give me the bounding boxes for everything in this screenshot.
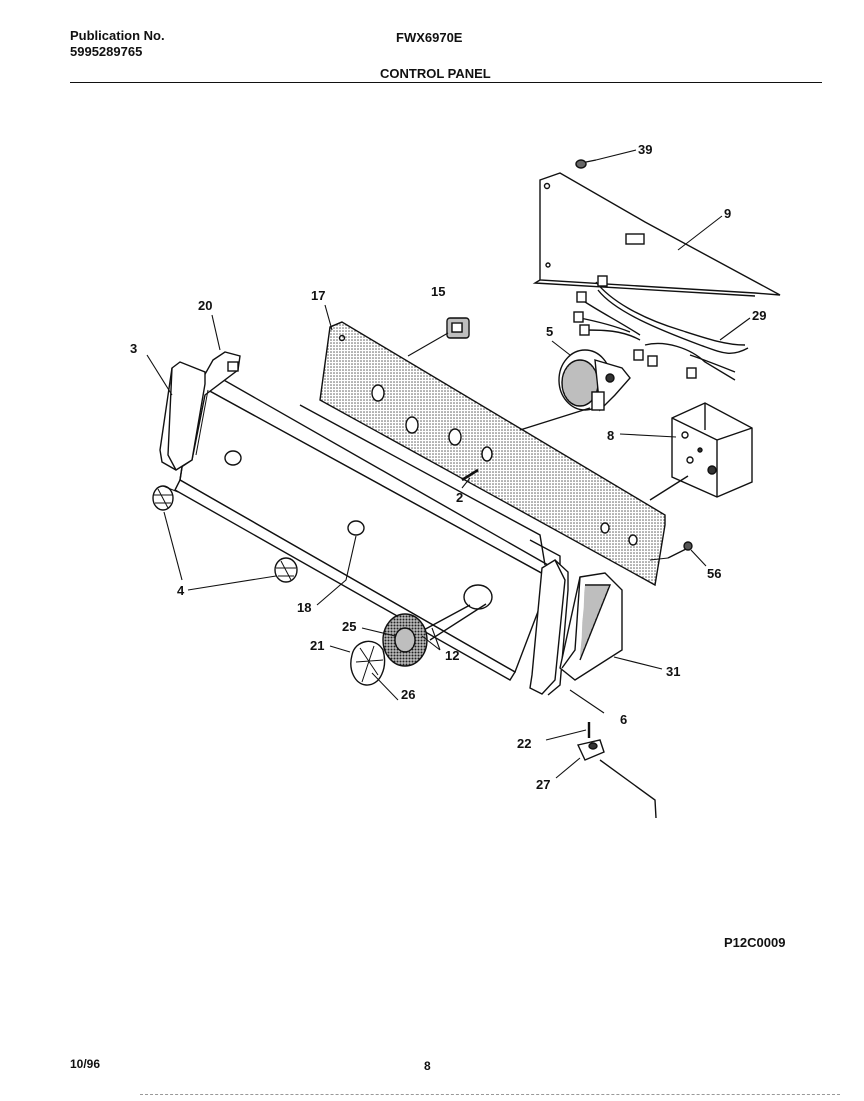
part-2-screw [461,468,479,482]
part-25-dial-skirt [382,613,428,667]
part-8-selector-switch [671,402,753,498]
leader-lines [146,149,751,779]
part-4-knob-right [274,557,298,583]
callout-18: 18 [297,600,311,615]
part-15-switch [446,317,470,339]
callout-56: 56 [707,566,721,581]
part-3-left-end-cap [159,361,206,471]
callout-3: 3 [130,341,137,356]
callout-15: 15 [431,284,445,299]
callout-8: 8 [607,428,614,443]
callout-25: 25 [342,619,356,634]
header-rule [70,82,822,83]
part-17-back-plate [319,321,666,587]
part-5-timer [558,349,631,412]
callout-31: 31 [666,664,680,679]
part-31-right-bracket [559,572,623,681]
callout-21: 21 [310,638,324,653]
part-9-rear-cover [532,172,781,297]
page-number: 8 [424,1059,431,1073]
callout-20: 20 [198,298,212,313]
section-title: CONTROL PANEL [380,66,491,81]
footer-rule [140,1094,840,1095]
timer-shaft [519,407,591,431]
part-29-wire-harness [573,275,749,381]
callout-9: 9 [724,206,731,221]
callout-6: 6 [620,712,627,727]
callout-22: 22 [517,736,531,751]
publication-label: Publication No. [70,28,165,43]
part-18-control-panel [174,374,561,681]
callout-5: 5 [546,324,553,339]
part-39-screw [575,159,597,169]
callout-26: 26 [401,687,415,702]
model-number: FWX6970E [396,30,463,45]
callout-27: 27 [536,777,550,792]
part-26-clip-line [371,672,399,701]
part-27-hinge-block [576,739,657,819]
callout-4: 4 [177,583,185,598]
part-56-screw [667,541,693,559]
part-6-right-end-cap [529,559,569,696]
callout-2: 2 [456,490,463,505]
switch-link [649,475,689,501]
callout-12: 12 [445,648,459,663]
revision-date: 10/96 [70,1057,101,1071]
drawing-code: P12C0009 [724,935,786,950]
callout-39: 39 [638,142,652,157]
part-4-knob-left [152,485,179,511]
callout-29: 29 [752,308,766,323]
callout-17: 17 [311,288,325,303]
part-21-timer-knob [350,640,386,686]
publication-number: 5995289765 [70,44,143,59]
